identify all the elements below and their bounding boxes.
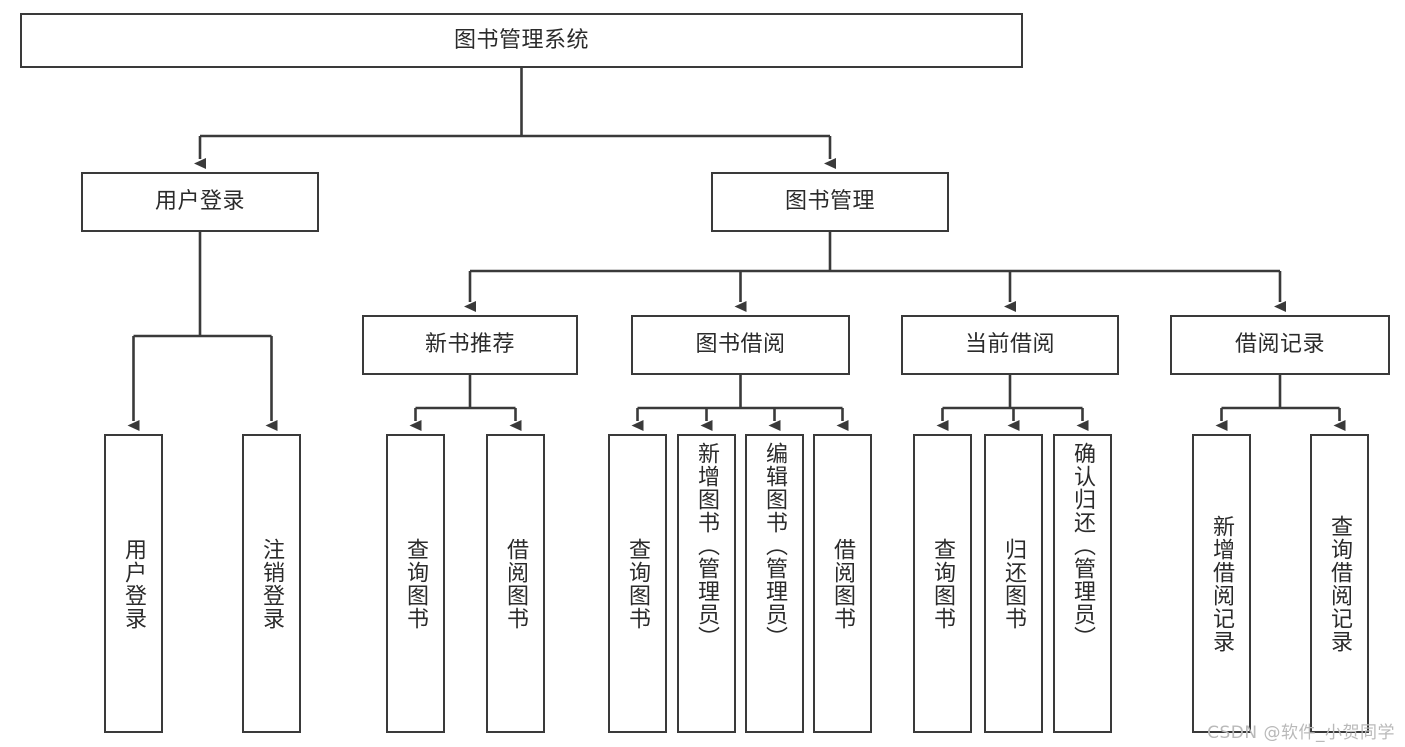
node-label: 新增图书（管理员） — [694, 442, 720, 649]
node-n-book-mgmt[interactable]: 图书管理 — [711, 172, 949, 232]
node-l-add-record[interactable]: 新增借阅记录 — [1192, 434, 1251, 733]
node-l-add-book[interactable]: 新增图书（管理员） — [677, 434, 736, 733]
node-label: 图书管理 — [784, 189, 875, 215]
node-label: 新书推荐 — [424, 332, 515, 358]
node-l-query-book-c[interactable]: 查询图书 — [913, 434, 972, 733]
node-label: 编辑图书（管理员） — [762, 442, 788, 649]
node-label: 借阅记录 — [1234, 332, 1325, 358]
node-label: 查询借阅记录 — [1327, 514, 1353, 653]
node-label: 查询图书 — [403, 537, 429, 630]
node-label: 借阅图书 — [503, 537, 529, 630]
node-root[interactable]: 图书管理系统 — [20, 13, 1023, 68]
watermark-credit: CSDN @软件_小贺同学 — [1207, 723, 1395, 743]
node-label: 用户登录 — [121, 537, 147, 630]
node-label: 查询图书 — [625, 537, 651, 630]
node-label: 查询图书 — [930, 537, 956, 630]
node-n-borrow-record[interactable]: 借阅记录 — [1170, 315, 1390, 375]
node-label: 确认归还（管理员） — [1070, 442, 1096, 649]
node-n-book-borrow[interactable]: 图书借阅 — [631, 315, 850, 375]
node-l-borrow-book-b[interactable]: 借阅图书 — [813, 434, 872, 733]
node-l-user-logout[interactable]: 注销登录 — [242, 434, 301, 733]
node-n-new-book-rec[interactable]: 新书推荐 — [362, 315, 578, 375]
node-label: 归还图书 — [1001, 537, 1027, 630]
node-l-edit-book[interactable]: 编辑图书（管理员） — [745, 434, 804, 733]
node-n-user-login[interactable]: 用户登录 — [81, 172, 319, 232]
node-label: 图书借阅 — [695, 332, 786, 358]
node-label: 当前借阅 — [964, 332, 1055, 358]
node-l-query-book-rec[interactable]: 查询图书 — [386, 434, 445, 733]
node-l-query-record[interactable]: 查询借阅记录 — [1310, 434, 1369, 733]
node-n-current-borrow[interactable]: 当前借阅 — [901, 315, 1119, 375]
node-l-confirm-return[interactable]: 确认归还（管理员） — [1053, 434, 1112, 733]
node-l-borrow-book-rec[interactable]: 借阅图书 — [486, 434, 545, 733]
node-label: 图书管理系统 — [453, 27, 589, 53]
node-l-query-book-b[interactable]: 查询图书 — [608, 434, 667, 733]
node-label: 注销登录 — [259, 537, 285, 630]
node-label: 借阅图书 — [830, 537, 856, 630]
node-l-user-login[interactable]: 用户登录 — [104, 434, 163, 733]
node-label: 用户登录 — [154, 189, 245, 215]
node-l-return-book[interactable]: 归还图书 — [984, 434, 1043, 733]
node-label: 新增借阅记录 — [1209, 514, 1235, 653]
